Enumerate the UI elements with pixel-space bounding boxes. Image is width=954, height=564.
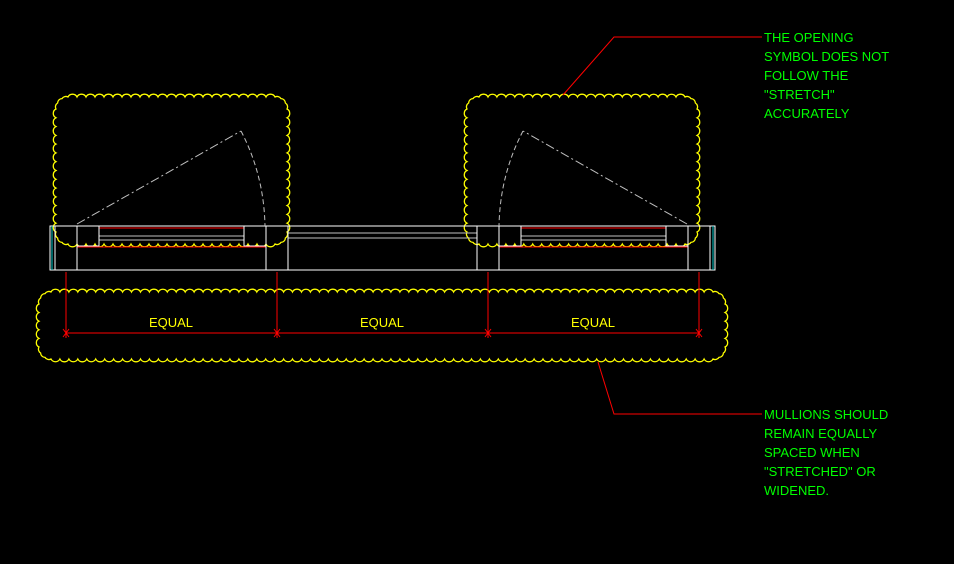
dimension-tick-1 <box>62 328 70 338</box>
note-line: REMAIN EQUALLY <box>764 426 878 441</box>
note-line: "STRETCHED" OR <box>764 464 876 479</box>
mullion-3 <box>476 225 500 271</box>
dimension-label-3: EQUAL <box>571 315 615 330</box>
dimension-label-2: EQUAL <box>360 315 404 330</box>
leader-top <box>562 36 762 96</box>
swing-arc-right <box>498 130 524 227</box>
dimension-string <box>62 272 703 338</box>
swing-leaf-left <box>76 130 242 225</box>
note-line: FOLLOW THE <box>764 68 849 83</box>
frame-outline <box>49 225 716 271</box>
note-line: SPACED WHEN <box>764 445 860 460</box>
door-stop-right-b <box>665 225 689 247</box>
dimension-tick-2 <box>273 328 281 338</box>
dimension-tick-4 <box>695 328 703 338</box>
mullion-4 <box>687 225 711 271</box>
note-line: MULLIONS SHOULD <box>764 407 889 422</box>
note-line: THE OPENING <box>764 30 854 45</box>
storefront-frame <box>49 225 716 271</box>
swing-leaf-right <box>522 130 688 225</box>
revision-cloud-right <box>463 93 701 248</box>
note-mullion-spacing: MULLIONS SHOULD REMAIN EQUALLY SPACED WH… <box>764 405 888 500</box>
revision-cloud-dimensions <box>35 288 729 363</box>
door-stop-right-a <box>498 225 522 247</box>
note-line: ACCURATELY <box>764 106 850 121</box>
note-line: "STRETCH" <box>764 87 835 102</box>
mullion-2 <box>265 225 289 271</box>
leader-bottom <box>597 361 762 415</box>
mullion-1 <box>54 225 78 271</box>
note-opening-symbol: THE OPENING SYMBOL DOES NOT FOLLOW THE "… <box>764 28 889 123</box>
swing-arc-left <box>240 130 266 227</box>
revision-cloud-left <box>52 93 291 248</box>
door-stop-left-b <box>243 225 267 247</box>
note-line: SYMBOL DOES NOT <box>764 49 890 64</box>
note-line: WIDENED. <box>764 483 829 498</box>
door-stop-left-a <box>76 225 100 247</box>
door-swing-left <box>76 130 266 227</box>
dimension-label-1: EQUAL <box>149 315 193 330</box>
dimension-tick-3 <box>484 328 492 338</box>
door-swing-right <box>498 130 688 227</box>
